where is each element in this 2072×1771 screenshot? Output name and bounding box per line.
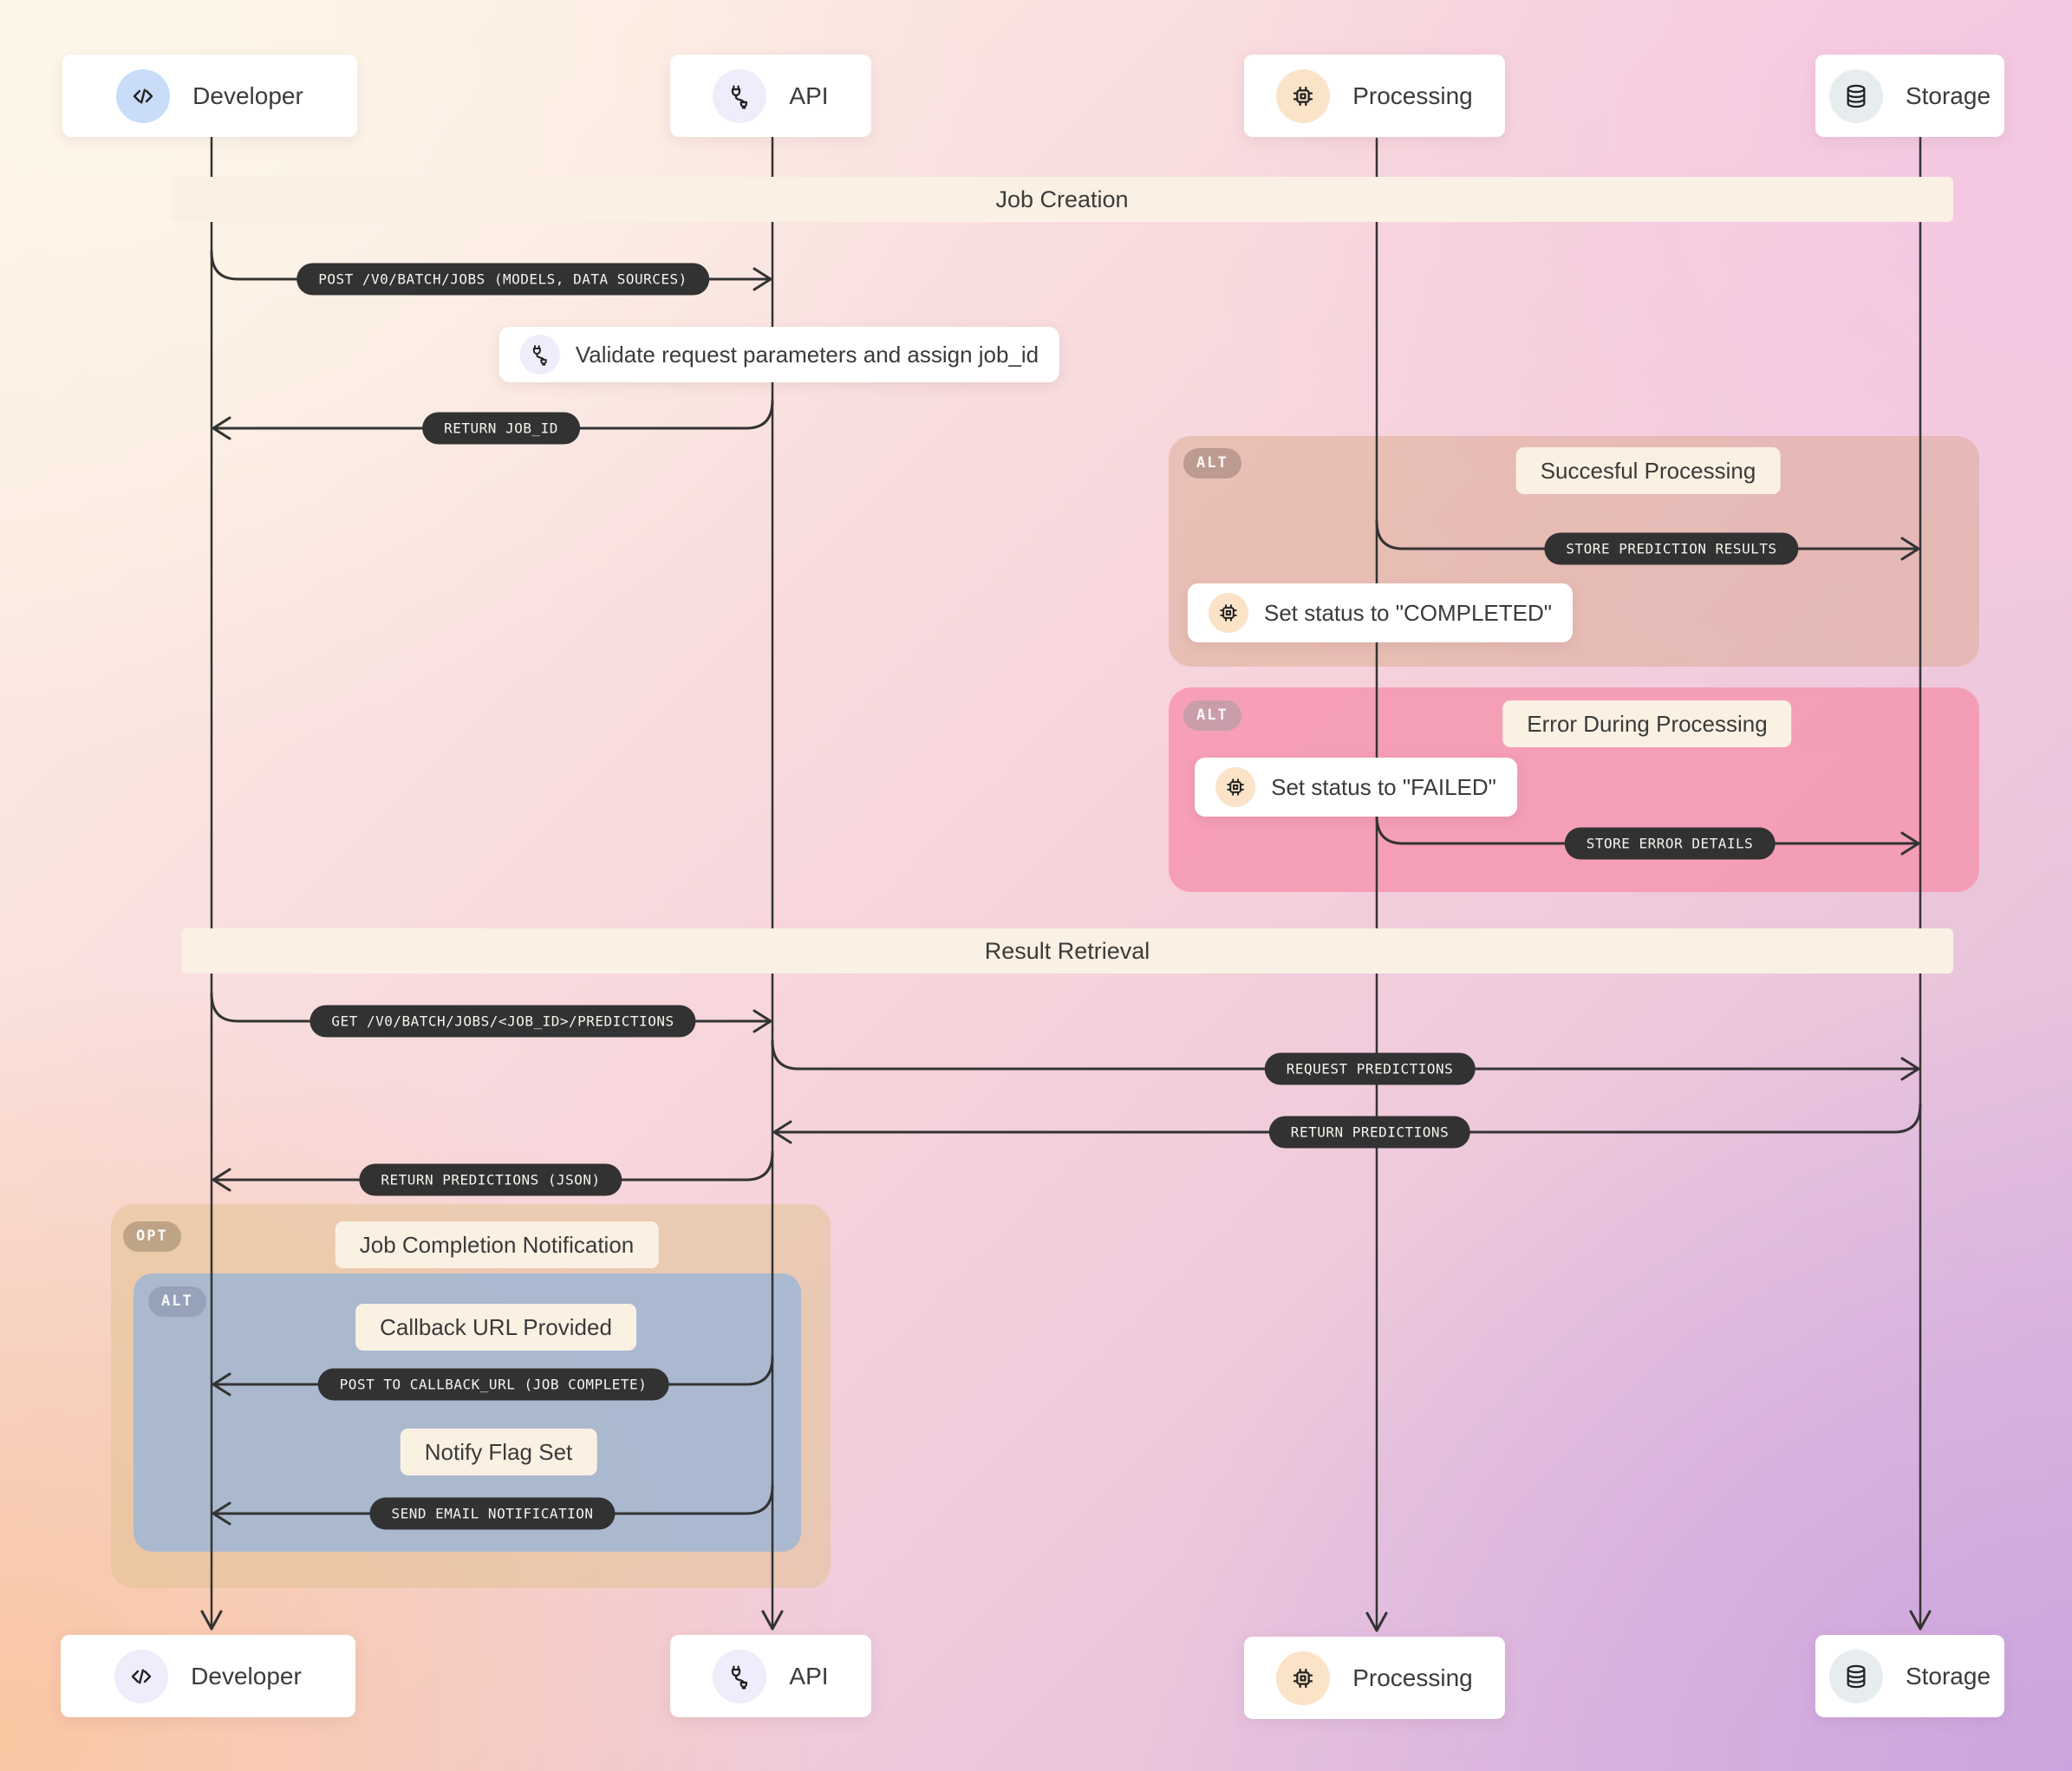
note-text: Set status to "COMPLETED" xyxy=(1263,599,1553,626)
alt-badge: ALT xyxy=(148,1286,206,1317)
actor-developer-top: Developer xyxy=(62,55,357,137)
chip-icon xyxy=(1215,767,1256,807)
note-set-status-completed: Set status to "COMPLETED" xyxy=(1187,583,1574,642)
actor-label: API xyxy=(789,1662,829,1690)
message-return-predictions-json: RETURN PREDICTIONS (JSON) xyxy=(359,1163,622,1196)
actor-storage-bottom: Storage xyxy=(1815,1635,2004,1717)
note-validate-request: Validate request parameters and assign j… xyxy=(498,327,1060,382)
actor-processing-top: Processing xyxy=(1244,55,1505,137)
chip-icon xyxy=(1208,593,1248,633)
actor-label: API xyxy=(789,81,829,109)
actor-processing-bottom: Processing xyxy=(1244,1637,1505,1719)
actor-api-bottom: API xyxy=(670,1635,871,1717)
arrow-return-predictions xyxy=(775,1103,1922,1134)
arrow-return-predictions-json xyxy=(214,1150,774,1182)
actor-label: Processing xyxy=(1352,1664,1473,1691)
code-icon xyxy=(116,68,171,123)
arrowhead-post-jobs xyxy=(753,267,772,291)
arrowhead-return-job-id xyxy=(212,416,231,440)
actor-storage-top: Storage xyxy=(1815,55,2004,137)
actor-label: Developer xyxy=(192,81,303,109)
message-store-error-details: STORE ERROR DETAILS xyxy=(1564,827,1776,860)
arrowhead-post-to-callback xyxy=(212,1372,231,1397)
arrowhead-store-prediction-results xyxy=(1900,537,1920,561)
opt-title: Job Completion Notification xyxy=(335,1221,659,1268)
arrowhead-get-predictions xyxy=(753,1009,772,1033)
actor-developer-bottom: Developer xyxy=(61,1635,355,1717)
arrowhead-request-predictions xyxy=(1900,1057,1920,1081)
plug-icon xyxy=(713,68,767,123)
arrow-get-predictions xyxy=(210,992,770,1023)
lifeline-arrowhead-developer xyxy=(200,1610,223,1631)
actor-label: Storage xyxy=(1905,81,1991,109)
arrow-send-email xyxy=(214,1484,774,1515)
section-banner-result-retrieval: Result Retrieval xyxy=(181,928,1953,973)
alt-badge: ALT xyxy=(1183,700,1241,731)
alt-callback-title: Callback URL Provided xyxy=(355,1304,636,1351)
code-icon xyxy=(114,1649,169,1703)
message-return-job-id: RETURN JOB_ID xyxy=(422,412,580,445)
arrow-store-prediction-results xyxy=(1375,519,1918,550)
message-request-predictions: REQUEST PREDICTIONS xyxy=(1264,1052,1476,1085)
actor-label: Storage xyxy=(1905,1662,1991,1690)
chip-icon xyxy=(1276,68,1331,123)
alt-badge: ALT xyxy=(1183,448,1241,479)
arrow-post-jobs xyxy=(210,250,770,281)
actor-label: Processing xyxy=(1352,81,1473,109)
note-text: Set status to "FAILED" xyxy=(1271,773,1496,800)
note-text: Validate request parameters and assign j… xyxy=(575,341,1039,368)
plug-icon xyxy=(519,335,560,374)
arrow-post-to-callback xyxy=(214,1355,774,1386)
database-icon xyxy=(1828,1649,1883,1703)
message-get-predictions: GET /V0/BATCH/JOBS/<JOB_ID>/PREDICTIONS xyxy=(309,1005,696,1038)
lifeline-arrowhead-api xyxy=(761,1610,784,1631)
message-post-jobs: POST /V0/BATCH/JOBS (MODELS, DATA SOURCE… xyxy=(296,263,709,296)
lifeline-arrowhead-processing xyxy=(1365,1611,1388,1632)
message-send-email: SEND EMAIL NOTIFICATION xyxy=(369,1497,616,1530)
section-banner-job-creation: Job Creation xyxy=(171,177,1953,222)
plug-icon xyxy=(713,1649,767,1703)
arrowhead-send-email xyxy=(212,1501,231,1526)
arrowhead-return-predictions xyxy=(772,1120,792,1144)
arrowhead-store-error-details xyxy=(1900,831,1920,856)
arrow-return-job-id xyxy=(214,399,774,430)
alt-error-title: Error During Processing xyxy=(1502,700,1792,747)
message-return-predictions: RETURN PREDICTIONS xyxy=(1268,1116,1471,1149)
actor-api-top: API xyxy=(670,55,871,137)
lifeline-arrowhead-storage xyxy=(1909,1610,1932,1631)
note-set-status-failed: Set status to "FAILED" xyxy=(1195,758,1517,817)
notify-flag-set-divider: Notify Flag Set xyxy=(400,1429,597,1475)
database-icon xyxy=(1828,68,1883,123)
opt-badge: OPT xyxy=(123,1221,181,1252)
chip-icon xyxy=(1276,1651,1331,1705)
arrow-request-predictions xyxy=(771,1039,1918,1071)
arrowhead-return-predictions-json xyxy=(212,1168,231,1192)
actor-label: Developer xyxy=(191,1662,302,1690)
arrow-store-error-details xyxy=(1375,814,1918,845)
message-post-to-callback: POST TO CALLBACK_URL (JOB COMPLETE) xyxy=(317,1368,669,1401)
message-store-prediction-results: STORE PREDICTION RESULTS xyxy=(1544,532,1799,565)
alt-success-title: Succesful Processing xyxy=(1515,447,1781,494)
